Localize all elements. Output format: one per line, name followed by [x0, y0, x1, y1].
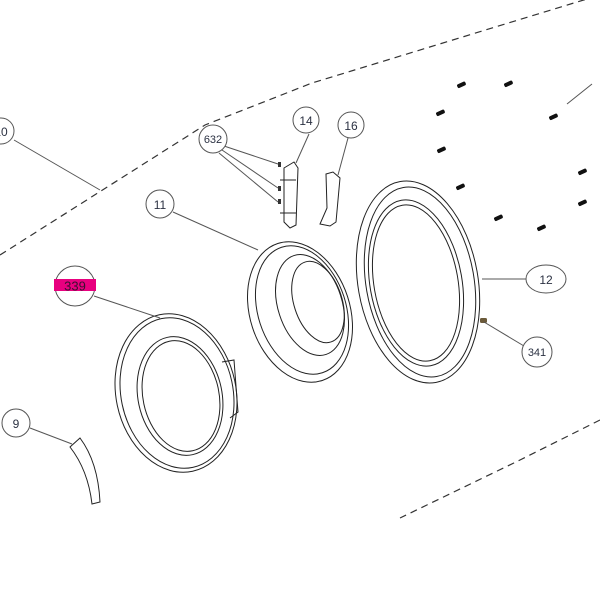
callout-10[interactable]: 10: [0, 117, 15, 145]
callout-11[interactable]: 11: [145, 189, 175, 219]
callout-label: 16: [344, 119, 358, 133]
callout-12[interactable]: 12: [525, 264, 567, 294]
callout-label: 341: [528, 347, 546, 359]
outer-door-ring: [355, 180, 481, 384]
callout-632[interactable]: 632: [198, 124, 228, 154]
inner-door-frame: [246, 241, 354, 383]
callout-label: 11: [154, 198, 167, 212]
callout-label: 14: [299, 114, 313, 128]
callout-14[interactable]: 14: [292, 106, 320, 134]
leader-lines: [13, 133, 526, 445]
screws: [436, 80, 587, 323]
callout-label: 9: [13, 417, 20, 431]
callout-label: 10: [0, 125, 8, 139]
callout-label: 339: [64, 279, 86, 294]
door-hinge: [278, 161, 299, 229]
cabinet-outline-right: [399, 419, 600, 519]
cabinet-outline-top: [0, 0, 586, 256]
callout-label: 12: [539, 273, 553, 287]
highlight-marker: [54, 279, 96, 291]
callout-9[interactable]: 9: [1, 408, 31, 438]
door-glass-assembly: [114, 313, 239, 473]
callout-341[interactable]: 341: [521, 336, 553, 368]
door-lock-bracket: [319, 171, 341, 227]
cabinet-corner-line: [566, 83, 593, 105]
door-handle: [69, 437, 101, 505]
callout-339[interactable]: 339: [54, 265, 96, 307]
callout-label: 632: [204, 134, 222, 146]
callout-16[interactable]: 16: [337, 111, 365, 139]
